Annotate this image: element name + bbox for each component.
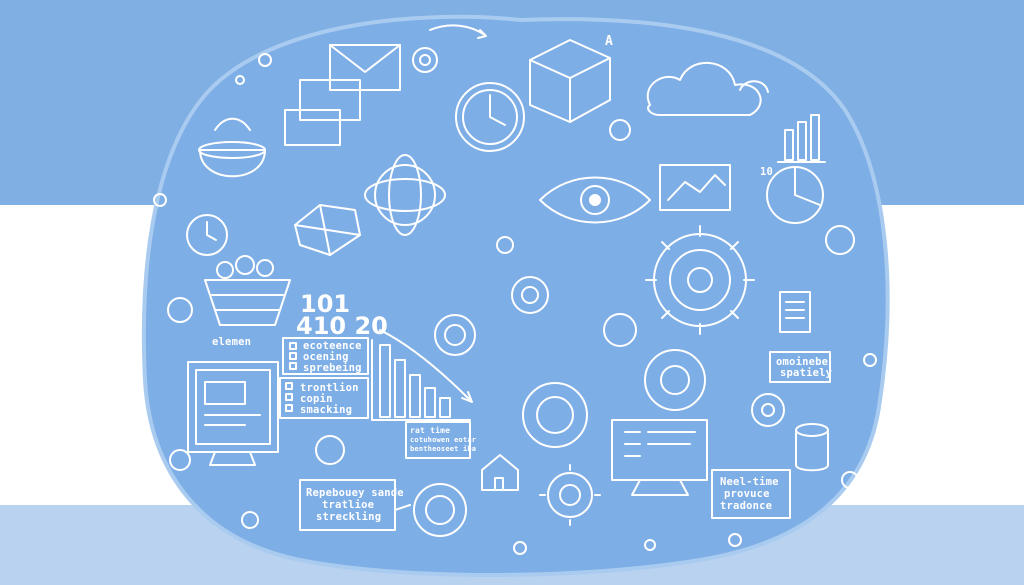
list-card-2 xyxy=(279,377,369,419)
decorative-dots xyxy=(153,47,877,555)
target-bottom-icon xyxy=(413,483,467,537)
note-box-bottom-right xyxy=(711,469,791,519)
gem-icon xyxy=(294,204,361,256)
orbit-icon xyxy=(364,154,446,236)
list-one-item-1: ecoteence xyxy=(303,340,362,352)
list-one-item-3: sprebeing xyxy=(303,362,362,374)
gear-icon xyxy=(645,225,755,335)
note-box-center xyxy=(405,421,471,459)
house-icon xyxy=(481,454,519,491)
gear-right-icon xyxy=(751,393,785,427)
database-icon xyxy=(795,423,829,472)
list-two-item-2: copin xyxy=(300,393,333,405)
list-two-item-3: smacking xyxy=(300,404,353,416)
small-clock-icon xyxy=(186,214,228,256)
clock-icon xyxy=(455,82,525,152)
eye-icon xyxy=(539,176,651,224)
envelope-icon xyxy=(284,44,401,146)
list-card-1 xyxy=(282,337,369,375)
cloud-icon xyxy=(646,62,769,116)
note-bottom-right-line-3: tradonce xyxy=(720,500,773,512)
note-center-line-2: cotuhowen eotar xyxy=(410,436,477,444)
box-icon xyxy=(529,39,611,123)
sun-icon xyxy=(539,464,601,526)
label-element: elemen xyxy=(212,336,252,348)
note-box-bottom-left xyxy=(299,479,411,531)
number-row-2: 410 20 xyxy=(296,312,388,340)
document-icon xyxy=(779,291,811,333)
note-bottom-left-line-2: tratlioe xyxy=(322,499,375,511)
list-two-item-1: trontlion xyxy=(300,382,359,394)
note-bottom-left-line-1: Repebouey sande xyxy=(306,487,404,499)
list-one-item-2: ocening xyxy=(303,351,349,363)
bowl-icon xyxy=(198,117,266,178)
cloud-number: 10 xyxy=(760,166,774,178)
basket-icon xyxy=(204,255,291,326)
target-icon xyxy=(434,314,476,356)
note-bottom-right-line-1: Neel-time xyxy=(720,476,779,488)
bar-chart-icon xyxy=(777,114,826,163)
monitor-icon xyxy=(187,361,279,466)
note-bottom-left-line-3: streckling xyxy=(316,511,382,523)
letter-a: A xyxy=(605,34,614,49)
pie-icon xyxy=(766,166,824,224)
note-center-line-3: bentheoseet iba xyxy=(410,445,477,453)
monitor-right-icon xyxy=(611,419,708,496)
bars-icon xyxy=(371,339,471,421)
wheel-icon xyxy=(522,349,706,448)
note-box-right xyxy=(769,351,831,383)
number-row-1: 101 xyxy=(300,290,351,318)
note-right-line-1: omoinebe xyxy=(776,356,829,368)
note-center-line-1: rat time xyxy=(410,426,451,435)
arrow-icon xyxy=(379,24,487,403)
gear-small-icon xyxy=(511,276,549,314)
note-right-line-2: spatiely xyxy=(780,367,833,379)
note-bottom-right-line-2: provuce xyxy=(724,488,770,500)
line-chart-icon xyxy=(659,164,731,211)
